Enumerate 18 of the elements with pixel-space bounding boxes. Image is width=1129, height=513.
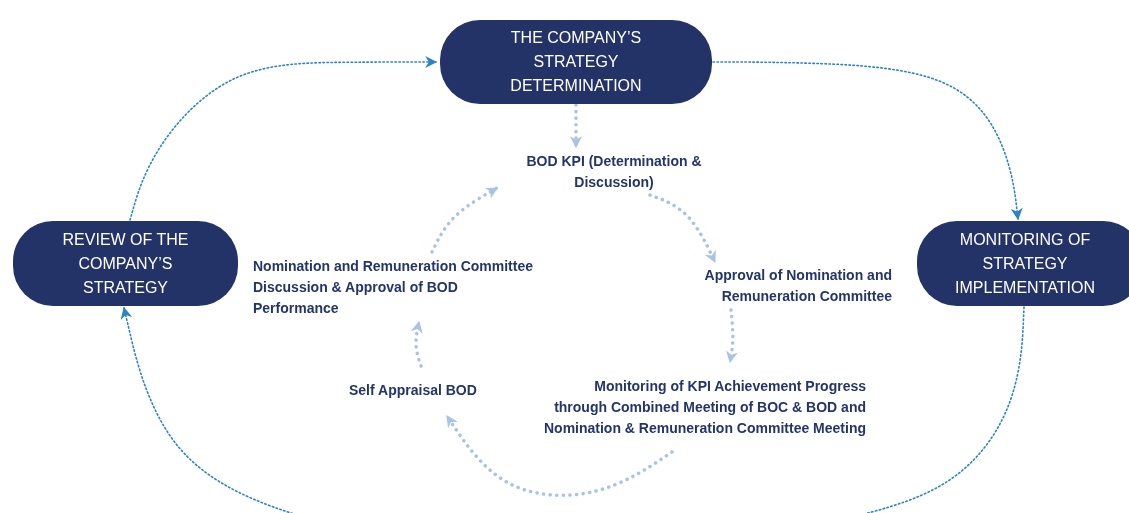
dotted-arrow: [430, 186, 499, 254]
step-label: BOD KPI (Determination & Discussion): [525, 152, 703, 192]
dotted-arrow: [648, 193, 717, 264]
step-label: Approval of Nomination and Remuneration Committee: [703, 266, 892, 306]
dotted-arrow: [445, 414, 674, 497]
node-label: THE COMPANY’S STRATEGY DETERMINATION: [509, 28, 643, 96]
dotted-arrow: [410, 320, 423, 368]
step-label: Nomination and Remuneration Committee Discussion & Approval of BOD Performance: [253, 256, 535, 318]
dotted-arrow: [570, 103, 582, 149]
process-pill: [917, 221, 1129, 306]
step-label: Self Appraisal BOD: [349, 380, 477, 400]
dotted-arrow: [129, 56, 438, 221]
node-label: REVIEW OF THE COMPANY’S STRATEGY: [61, 229, 190, 298]
dotted-arrow: [712, 61, 1023, 221]
dotted-arrow: [726, 308, 738, 364]
node-label: MONITORING OF STRATEGY IMPLEMENTATION: [955, 229, 1095, 298]
dotted-arrow: [120, 306, 1025, 513]
step-label: Monitoring of KPI Achievement Progress through Combined Meeting of BOC & BOD and Nomination & Remuneration Committee Meeting: [542, 376, 866, 438]
